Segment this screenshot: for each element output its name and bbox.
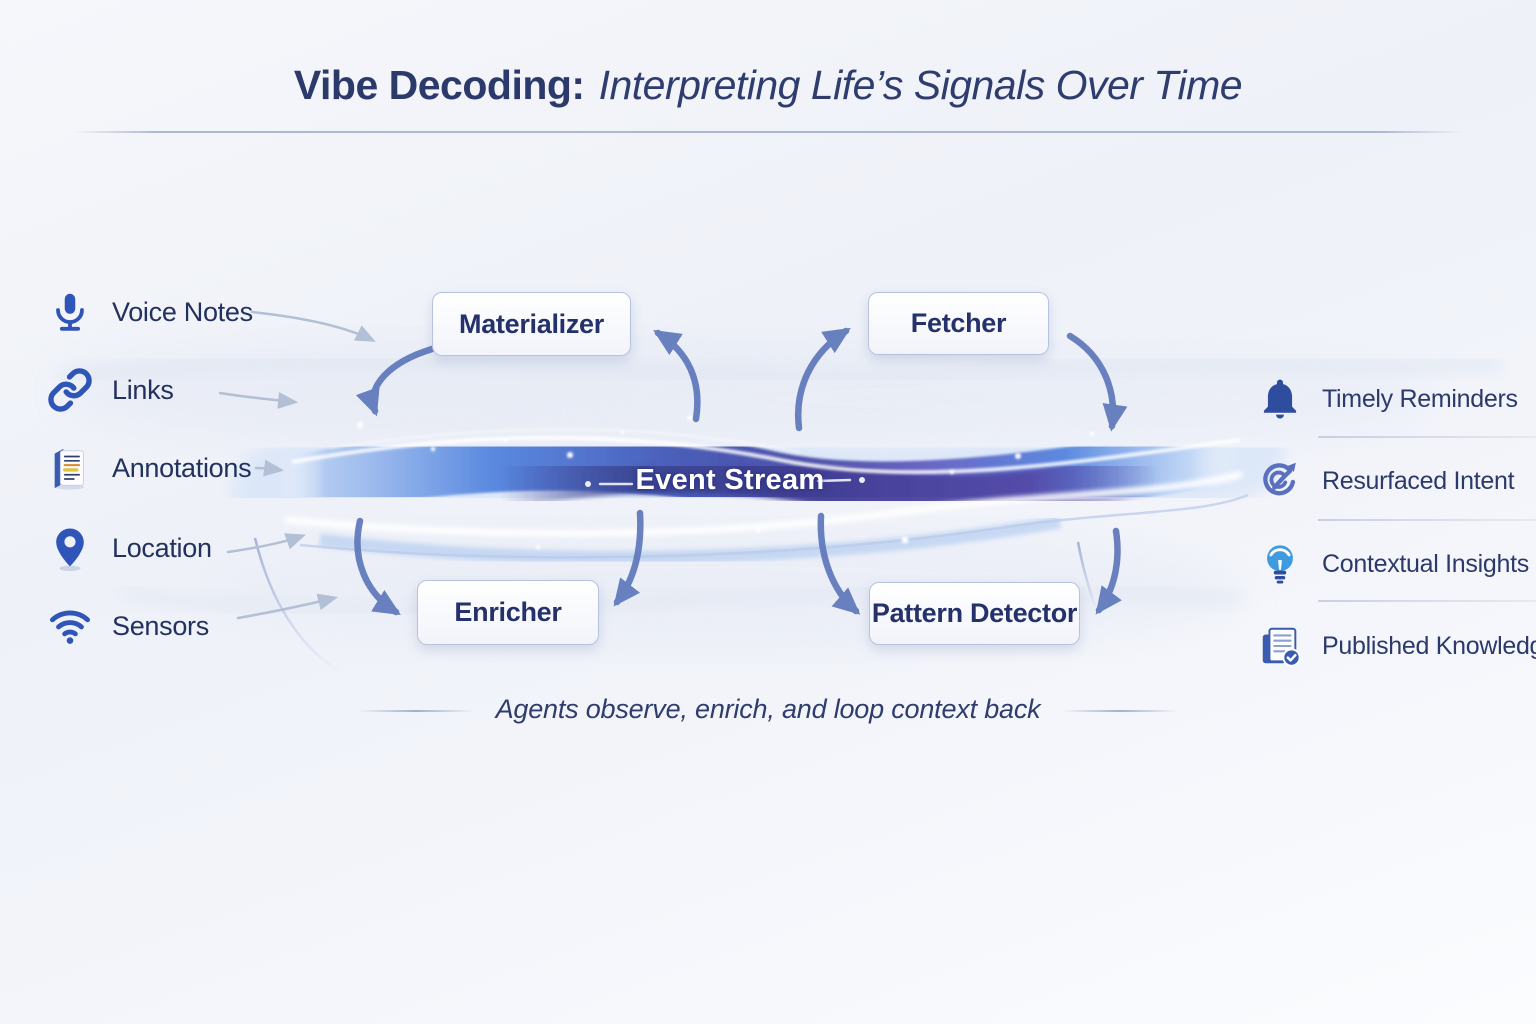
input-row-links: Links [44,361,253,419]
agent-box-pattern-detector: Pattern Detector [869,582,1080,645]
agent-label: Pattern Detector [871,598,1078,628]
bell-icon [1254,373,1306,425]
agent-box-enricher: Enricher [417,580,599,645]
location-pin-icon [44,522,96,574]
annotation-icon [44,442,96,494]
voice-notes-arrow [250,310,376,342]
input-label: Links [112,374,174,405]
title-divider [72,131,1464,133]
wifi-icon [44,600,96,652]
page-title: Vibe Decoding: Interpreting Life’s Signal… [0,62,1536,109]
title-rest: Interpreting Life’s Signals Over Time [598,62,1243,108]
input-label: Location [112,532,212,563]
document-check-icon [1254,620,1306,672]
stream-label-dashes [598,478,852,486]
links-arrow [218,391,299,409]
agent-label: Enricher [454,597,562,627]
output-row-published-knowledge: Published Knowledge [1254,617,1536,675]
event-stream-ribbon [232,406,1284,565]
agent-box-fetcher: Fetcher [868,292,1049,355]
agent-arrows [354,327,1128,616]
input-label: Voice Notes [112,296,253,327]
title-prefix: Vibe Decoding: [293,62,585,108]
input-row-annotations: Annotations [44,439,253,497]
loop-arcs [253,537,1099,676]
output-row-resurfaced-intent: Resurfaced Intent [1254,452,1536,510]
output-separator [1318,519,1536,521]
link-icon [44,364,96,416]
agent-label: Fetcher [910,308,1007,338]
lightbulb-icon [1254,538,1306,590]
input-row-location: Location [44,519,253,577]
caption-text: Agents observe, enrich, and loop context… [495,694,1041,724]
caption-right-line [1062,710,1178,712]
fetcher-to-stream-arrow [1066,332,1128,432]
stream-to-enricher-left-arrow [354,517,401,616]
stream-to-fetcher-arrow [794,327,851,432]
target-arrow-icon [1254,455,1306,507]
stream-to-pattern-left-arrow [817,512,861,615]
materializer-to-stream-arrow [355,345,436,417]
input-label: Sensors [112,610,209,641]
agent-label: Materializer [459,308,604,339]
agent-box-materializer: Materializer [432,292,631,356]
output-separator [1318,600,1536,602]
output-row-contextual-insights: Contextual Insights [1254,535,1536,593]
stream-to-pattern-right-arrow [1095,527,1122,615]
inputs-column: Voice Notes Links [44,283,253,655]
input-row-sensors: Sensors [44,597,253,655]
input-label: Annotations [112,452,252,483]
event-stream-label: Event Stream [635,464,825,496]
stream-to-materializer-arrow [653,329,701,423]
input-arrows [218,310,376,620]
input-row-voice-notes: Voice Notes [44,283,253,341]
output-label: Published Knowledge [1322,631,1536,660]
outputs-column: Timely Reminders Resurfaced Intent Conte… [1254,370,1536,675]
output-row-timely-reminders: Timely Reminders [1254,370,1536,428]
output-separator [1318,436,1536,438]
location-arrow [226,533,307,554]
stream-sparkles [356,415,1095,549]
output-label: Timely Reminders [1322,384,1518,413]
stream-to-enricher-right-arrow [613,509,644,607]
sensors-arrow [236,593,339,620]
annotations-arrow [254,459,285,477]
output-label: Contextual Insights [1322,549,1529,578]
output-label: Resurfaced Intent [1322,466,1515,495]
caption-left-line [358,710,474,712]
microphone-icon [44,286,96,338]
